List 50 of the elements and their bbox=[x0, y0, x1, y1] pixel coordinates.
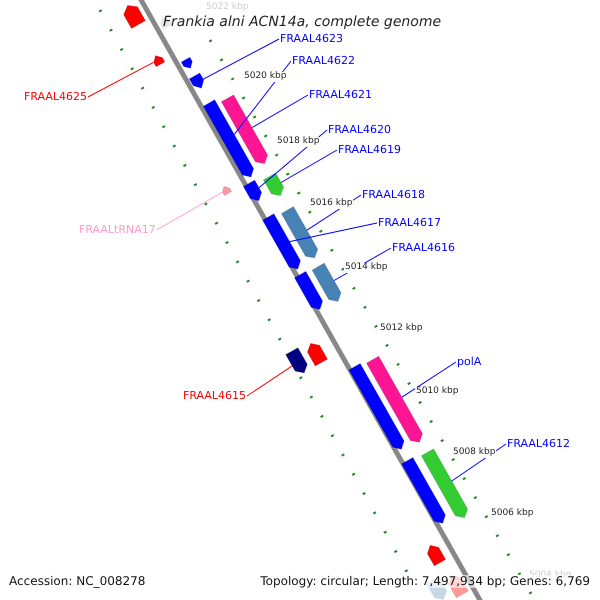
gene-feature bbox=[222, 186, 232, 196]
position-label: 5020 kbp bbox=[243, 72, 288, 82]
diagram-title: Frankia alni ACN14a, complete genome bbox=[163, 15, 442, 30]
accession-text: Accession: NC_008278 bbox=[9, 575, 146, 588]
position-label: 5018 kbp bbox=[276, 137, 320, 147]
gene-feature bbox=[202, 99, 254, 178]
leader-line bbox=[246, 365, 293, 396]
leader-line bbox=[289, 222, 378, 242]
gene-label: FRAAL4618 bbox=[362, 189, 426, 202]
leader-line bbox=[252, 94, 308, 128]
gene-label: polA bbox=[457, 356, 482, 368]
gene-feature bbox=[188, 72, 204, 89]
gene-feature bbox=[153, 54, 166, 68]
gene-label: FRAALtRNA17 bbox=[79, 224, 156, 236]
gene-feature bbox=[306, 342, 328, 367]
gene-feature bbox=[348, 362, 405, 450]
gene-feature bbox=[123, 4, 146, 30]
position-label: 5006 kbp bbox=[490, 509, 534, 519]
gene-feature bbox=[294, 270, 324, 310]
position-label: 5016 kbp bbox=[309, 199, 354, 209]
gene-label: FRAAL4621 bbox=[309, 89, 372, 102]
leader-line bbox=[88, 62, 154, 98]
gene-label: FRAAL4615 bbox=[183, 390, 246, 402]
gene-feature bbox=[262, 213, 302, 270]
gene-feature bbox=[262, 172, 284, 196]
leader-line bbox=[280, 150, 338, 183]
gene-feature bbox=[180, 56, 193, 69]
position-label: 5008 kbp bbox=[452, 448, 496, 458]
position-label: 5010 kbp bbox=[415, 387, 460, 397]
gene-label: FRAAL4623 bbox=[280, 33, 344, 46]
leader-line bbox=[156, 192, 223, 230]
gene-feature bbox=[280, 206, 318, 258]
gene-label: FRAAL4617 bbox=[378, 217, 442, 230]
gene-feature bbox=[242, 179, 262, 202]
gene-label: FRAAL4620 bbox=[328, 124, 392, 136]
gene-label: FRAAL4612 bbox=[507, 438, 570, 450]
position-label: 5014 kbp bbox=[344, 263, 388, 273]
gene-label: FRAAL4622 bbox=[292, 55, 356, 68]
gene-label: FRAAL4616 bbox=[392, 242, 456, 254]
gene-feature bbox=[426, 544, 446, 567]
position-label: 5012 kbp bbox=[379, 324, 424, 334]
gene-label: FRAAL4625 bbox=[24, 91, 88, 104]
leader-line bbox=[202, 38, 280, 80]
gene-feature bbox=[285, 347, 308, 374]
leader-line bbox=[234, 60, 292, 135]
gene-feature bbox=[220, 94, 268, 164]
gene-feature bbox=[400, 456, 446, 524]
gene-label: FRAAL4619 bbox=[338, 144, 402, 156]
gene-feature bbox=[311, 262, 342, 302]
leader-line bbox=[401, 362, 456, 398]
